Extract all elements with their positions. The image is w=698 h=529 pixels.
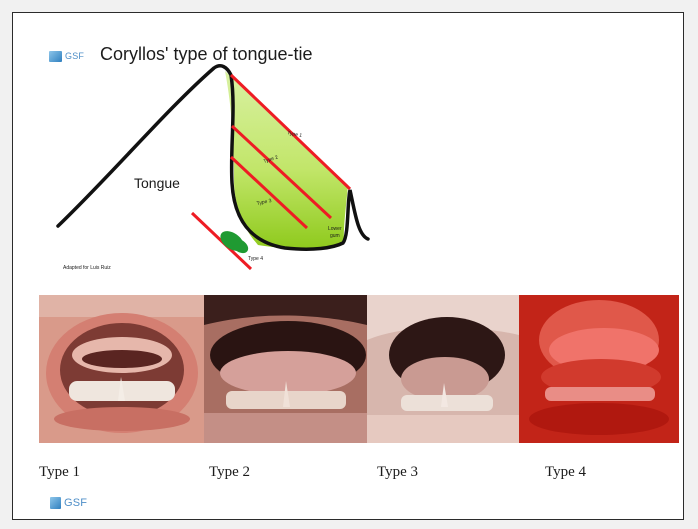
photo-type-4 — [519, 295, 679, 443]
tongue-label: Tongue — [134, 175, 180, 191]
photo-type-2 — [204, 295, 367, 443]
caption-type-4: Type 4 — [545, 464, 586, 481]
gsf-footer-logo-mark-icon — [50, 497, 61, 509]
caption-type-1: Type 1 — [39, 464, 80, 481]
slide: GSF Coryllos' type of tongue-tie Tongue … — [12, 12, 684, 520]
photo-type-3 — [367, 295, 519, 443]
type-4-diagram-label: Type 4 — [248, 256, 263, 262]
credit-label: Adapted for Luis Ruiz — [63, 265, 111, 271]
mouth-photo-3-icon — [367, 295, 519, 443]
gsf-footer-logo: GSF — [50, 497, 87, 509]
caption-type-2: Type 2 — [209, 464, 250, 481]
photo-type-1 — [39, 295, 204, 443]
mouth-photo-2-icon — [204, 295, 367, 443]
lower-gum-label-line-2: gum — [330, 233, 340, 239]
mouth-photo-4-icon — [519, 295, 679, 443]
tongue-tie-diagram: Tongue Type 1 Type 2 Type 3 Type 4 Lower… — [13, 13, 684, 520]
mouth-photo-1-icon — [39, 295, 204, 443]
caption-type-3: Type 3 — [377, 464, 418, 481]
gsf-footer-logo-text: GSF — [64, 497, 87, 509]
lower-gum-label-line-1: Lower — [328, 226, 342, 232]
